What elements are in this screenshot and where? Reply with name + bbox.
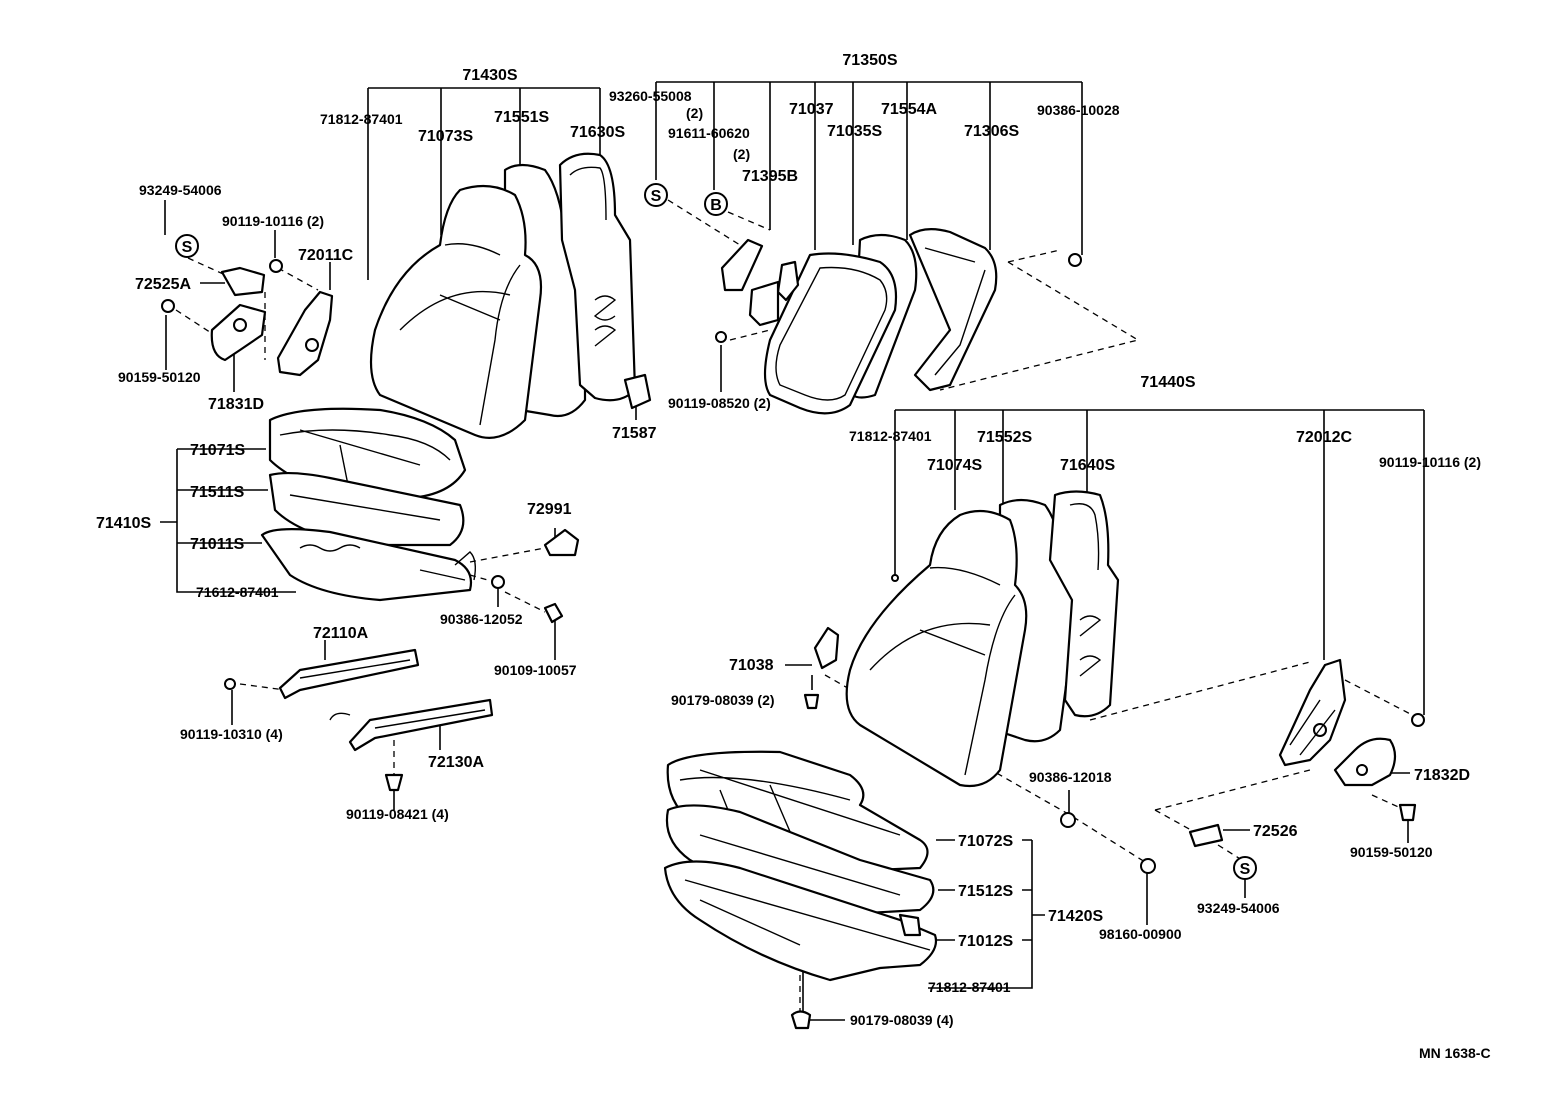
svg-text:B: B — [710, 197, 722, 214]
label-71512S: 71512S — [958, 883, 1013, 900]
label-90386-12018: 90386-12018 — [1029, 769, 1112, 785]
label-90119-10116-a: 90119-10116 (2) — [222, 213, 324, 229]
recliner-left — [161, 259, 652, 410]
label-71074S: 71074S — [927, 457, 982, 474]
label-90119-08520: 90119-08520 (2) — [668, 395, 771, 411]
label-71420S: 71420S — [1048, 908, 1103, 925]
label-71035S: 71035S — [827, 123, 882, 140]
label-98160-00900: 98160-00900 — [1099, 926, 1182, 942]
label-71812-87401-b: 71812-87401 — [849, 428, 932, 444]
symbol-s-left: S — [175, 234, 199, 258]
rails-left — [224, 528, 580, 792]
part-labels: 71430S 71812-87401 71073S 71551S 71630S … — [96, 52, 1491, 1061]
rear-seat-back — [715, 228, 1082, 415]
svg-text:S: S — [651, 188, 662, 205]
label-71640S: 71640S — [1060, 457, 1115, 474]
label-71832D: 71832D — [1414, 767, 1470, 784]
assembly-lines — [175, 199, 1419, 1012]
label-71350S: 71350S — [842, 52, 897, 69]
label-93260-55008: 93260-55008 — [609, 88, 692, 104]
label-91611-qty: (2) — [733, 146, 750, 162]
label-90179-08039-b: 90179-08039 (4) — [850, 1012, 954, 1028]
label-71395B: 71395B — [742, 168, 798, 185]
label-72011C: 72011C — [298, 247, 354, 264]
label-90159-50120-b: 90159-50120 — [1350, 844, 1433, 860]
label-71551S: 71551S — [494, 109, 549, 126]
symbol-b-top: B — [704, 192, 728, 216]
label-71812-87401-a: 71812-87401 — [320, 111, 403, 127]
svg-text:S: S — [182, 239, 193, 256]
label-90109-10057: 90109-10057 — [494, 662, 577, 678]
svg-text:S: S — [1240, 861, 1251, 878]
label-71071S: 71071S — [190, 442, 245, 459]
label-90119-10116-b: 90119-10116 (2) — [1379, 454, 1481, 470]
seat-back-left — [369, 152, 637, 439]
label-90159-50120-a: 90159-50120 — [118, 369, 201, 385]
label-90119-10310: 90119-10310 (4) — [180, 726, 283, 742]
symbol-s-right: S — [1233, 856, 1257, 880]
label-71038: 71038 — [729, 657, 774, 674]
label-71554A: 71554A — [881, 101, 937, 118]
label-72130A: 72130A — [428, 754, 484, 771]
label-71511S: 71511S — [190, 484, 245, 501]
label-71812-87401-c: 71812-87401 — [928, 979, 1011, 995]
label-71440S: 71440S — [1140, 374, 1195, 391]
label-72110A: 72110A — [313, 625, 369, 642]
label-72526: 72526 — [1253, 823, 1298, 840]
label-72525A: 72525A — [135, 276, 191, 293]
recliner-right — [1060, 658, 1425, 874]
label-71073S: 71073S — [418, 128, 473, 145]
label-90386-12052: 90386-12052 — [440, 611, 523, 627]
diagram-code: MN 1638-C — [1419, 1045, 1491, 1061]
label-93249-54006-b: 93249-54006 — [1197, 900, 1280, 916]
label-72991: 72991 — [527, 501, 572, 518]
label-71410S: 71410S — [96, 515, 151, 532]
label-93249-54006-a: 93249-54006 — [139, 182, 222, 198]
rear-seat-cushion — [663, 750, 938, 1030]
label-71037: 71037 — [789, 101, 834, 118]
label-72012C: 72012C — [1296, 429, 1352, 446]
label-93260-qty: (2) — [686, 105, 703, 121]
label-71831D: 71831D — [208, 396, 264, 413]
symbol-s-top: S — [644, 183, 668, 207]
label-71630S: 71630S — [570, 124, 625, 141]
label-90119-08421: 90119-08421 (4) — [346, 806, 449, 822]
label-71306S: 71306S — [964, 123, 1019, 140]
label-71552S: 71552S — [977, 429, 1032, 446]
seat-cushion-left — [260, 407, 477, 602]
label-71012S: 71012S — [958, 933, 1013, 950]
label-71430S: 71430S — [462, 67, 517, 84]
label-90179-08039-a: 90179-08039 (2) — [671, 692, 775, 708]
label-71072S: 71072S — [958, 833, 1013, 850]
label-90386-10028: 90386-10028 — [1037, 102, 1120, 118]
label-71612-87401: 71612-87401 — [196, 584, 279, 600]
seat-back-right — [803, 490, 1120, 788]
label-91611-60620: 91611-60620 — [668, 125, 750, 141]
label-71587: 71587 — [612, 425, 657, 442]
label-71011S: 71011S — [190, 536, 245, 553]
